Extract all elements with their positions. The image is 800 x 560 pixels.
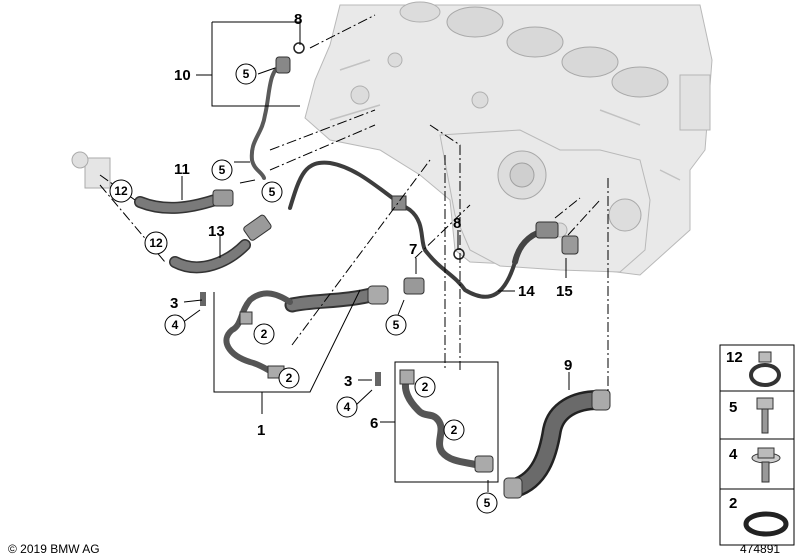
legend-row-5: 5 bbox=[729, 397, 774, 434]
svg-text:4: 4 bbox=[729, 446, 738, 463]
circled-callouts: 5 5 5 5 5 12 12 2 2 2 2 4 4 bbox=[109, 63, 498, 514]
circled-callout-2: 2 bbox=[278, 367, 300, 389]
connector-7 bbox=[403, 277, 425, 295]
callout-6: 6 bbox=[370, 415, 378, 432]
legend-row-2: 2 bbox=[729, 495, 789, 537]
circled-callout-4: 4 bbox=[164, 314, 186, 336]
callout-8: 8 bbox=[453, 215, 461, 232]
svg-text:12: 12 bbox=[114, 184, 128, 198]
svg-text:2: 2 bbox=[422, 380, 429, 394]
callout-3: 3 bbox=[170, 295, 178, 312]
circled-callout-4: 4 bbox=[336, 396, 358, 418]
svg-text:5: 5 bbox=[269, 185, 276, 199]
callout-8: 8 bbox=[294, 11, 302, 28]
circled-callout-12: 12 bbox=[109, 179, 133, 203]
callout-labels: 1 3 3 6 7 8 8 9 10 11 13 14 15 bbox=[170, 11, 573, 439]
callout-7: 7 bbox=[409, 241, 417, 258]
callout-15: 15 bbox=[556, 283, 573, 300]
oil-pipe-14 bbox=[288, 160, 517, 299]
parts-legend: 12 5 4 2 bbox=[719, 344, 795, 546]
hose-assembly-1 bbox=[223, 285, 389, 379]
o-ring-icon bbox=[743, 511, 789, 537]
svg-text:2: 2 bbox=[451, 423, 458, 437]
copyright-text: © 2019 BMW AG bbox=[8, 542, 100, 556]
engine-block bbox=[304, 1, 713, 276]
pipe-15 bbox=[512, 221, 579, 265]
circled-callout-2: 2 bbox=[253, 323, 275, 345]
callout-11: 11 bbox=[174, 161, 190, 178]
circled-callout-5: 5 bbox=[211, 159, 233, 181]
callout-1: 1 bbox=[257, 422, 265, 439]
svg-text:2: 2 bbox=[729, 495, 737, 512]
svg-text:5: 5 bbox=[729, 399, 737, 416]
callout-13: 13 bbox=[208, 223, 225, 240]
circled-callout-5: 5 bbox=[261, 181, 283, 203]
circled-callout-2: 2 bbox=[443, 419, 465, 441]
svg-text:5: 5 bbox=[393, 318, 400, 332]
callout-9: 9 bbox=[564, 357, 572, 374]
circled-callout-2: 2 bbox=[414, 376, 436, 398]
svg-text:4: 4 bbox=[172, 318, 179, 332]
circled-callout-12: 12 bbox=[144, 231, 168, 255]
circled-callout-5: 5 bbox=[235, 63, 257, 85]
svg-text:2: 2 bbox=[261, 327, 268, 341]
small-hardware bbox=[71, 42, 465, 386]
legend-row-4: 4 bbox=[729, 446, 781, 483]
hose-assembly-6 bbox=[399, 369, 494, 473]
collar-bolt-icon bbox=[751, 447, 781, 483]
svg-text:12: 12 bbox=[149, 236, 163, 250]
callout-10: 10 bbox=[174, 67, 191, 84]
oil-pipe-10 bbox=[249, 56, 291, 180]
circled-callout-5: 5 bbox=[385, 314, 407, 336]
callout-3: 3 bbox=[344, 373, 352, 390]
torx-bolt-icon bbox=[756, 397, 774, 434]
svg-text:4: 4 bbox=[344, 400, 351, 414]
svg-text:12: 12 bbox=[726, 349, 743, 366]
svg-text:5: 5 bbox=[484, 496, 491, 510]
vent-hose-13 bbox=[169, 214, 272, 274]
hose-clamp-icon bbox=[749, 351, 781, 387]
legend-row-12: 12 bbox=[726, 349, 781, 387]
vent-hose-11 bbox=[134, 189, 234, 214]
leader-lines bbox=[181, 16, 570, 492]
coolant-hose-9 bbox=[503, 389, 611, 499]
image-number: 474891 bbox=[740, 542, 780, 556]
callout-14: 14 bbox=[518, 283, 535, 300]
circled-callout-5: 5 bbox=[476, 492, 498, 514]
svg-text:5: 5 bbox=[243, 67, 250, 81]
svg-text:5: 5 bbox=[219, 163, 226, 177]
svg-text:2: 2 bbox=[286, 371, 293, 385]
